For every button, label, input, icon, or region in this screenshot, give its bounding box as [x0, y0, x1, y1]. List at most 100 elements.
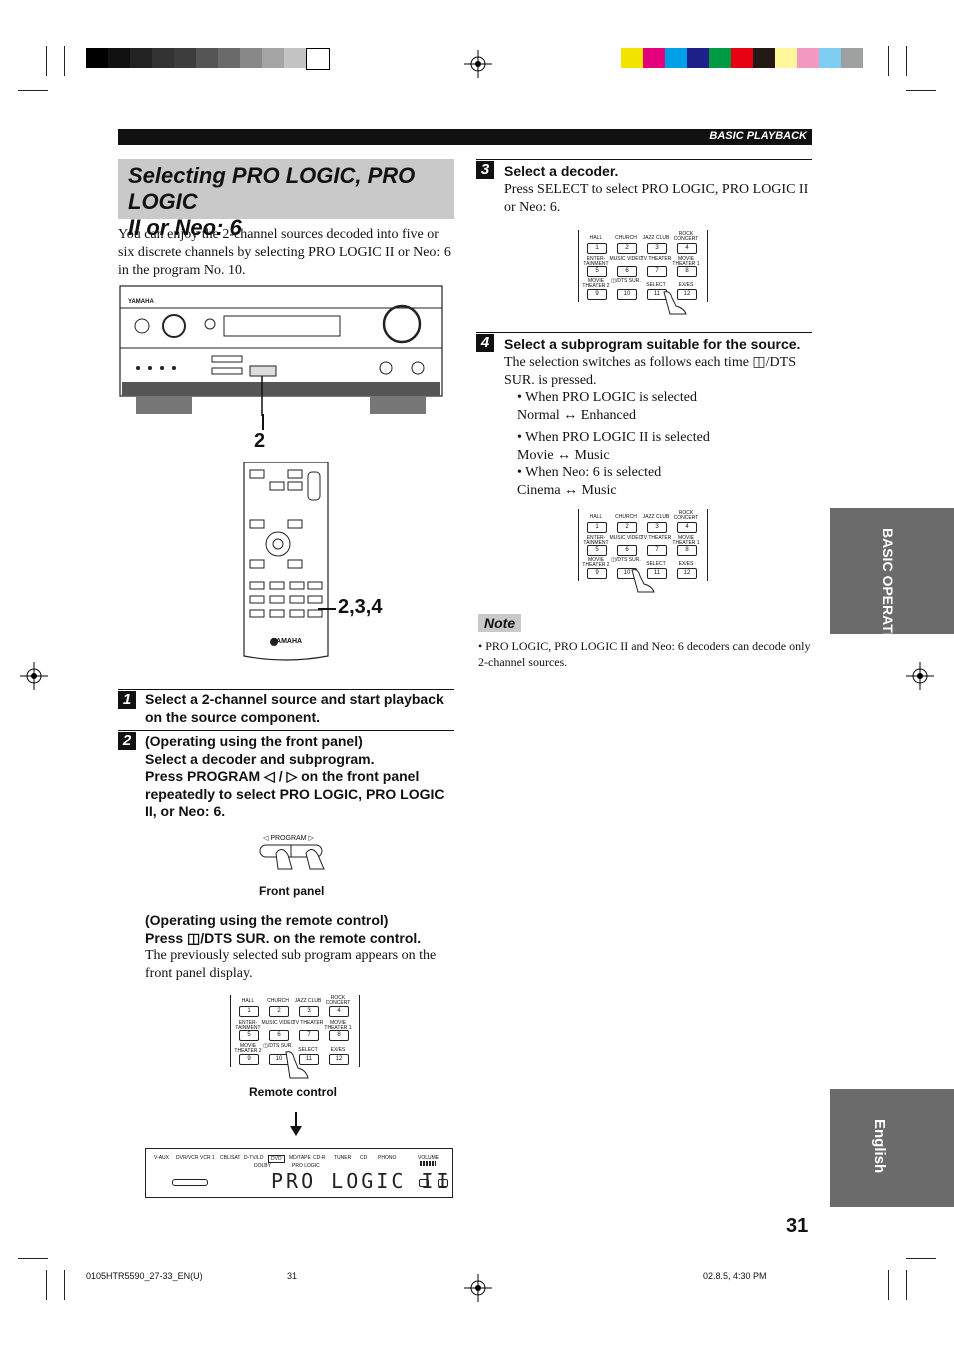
key-5[interactable]: 5: [239, 1030, 259, 1041]
step4-number: 4: [476, 334, 494, 352]
display-volume-bars: [420, 1161, 436, 1166]
k4-label-exes: EX/ES: [678, 561, 694, 567]
display-source-md: MD/TAPE: [289, 1155, 311, 1161]
display-source-dtv: D-TV/LD: [244, 1155, 264, 1161]
display-source-vcr1: VCR 1: [200, 1155, 215, 1161]
k4-key-3[interactable]: 3: [647, 522, 667, 533]
front-panel-caption: Front panel: [259, 884, 325, 898]
keypad-step4: HALL CHURCH JAZZ CLUB ROCK CONCERT 1 2 3…: [578, 509, 708, 581]
page-number: 31: [786, 1215, 809, 1237]
key-8[interactable]: 8: [329, 1030, 349, 1041]
step4-head: Select a subprogram suitable for the sou…: [504, 336, 801, 352]
step3-body: Press SELECT to select PRO LOGIC, PRO LO…: [504, 182, 809, 215]
k4-label-dts: ◫/DTS SUR.: [611, 557, 641, 563]
display-channel-r-icon: [438, 1179, 448, 1187]
k4-key-12[interactable]: 12: [677, 568, 697, 579]
k3-key-5[interactable]: 5: [587, 266, 607, 277]
key-7[interactable]: 7: [299, 1030, 319, 1041]
key-3[interactable]: 3: [299, 1006, 319, 1017]
note-box: Note: [478, 614, 522, 633]
section-label: BASIC PLAYBACK: [709, 130, 807, 142]
k3-key-9[interactable]: 9: [587, 289, 607, 300]
k4-key-8[interactable]: 8: [677, 545, 697, 556]
k3-key-10[interactable]: 10: [617, 289, 637, 300]
sidetab-english: English: [830, 1089, 954, 1207]
key-11[interactable]: 11: [299, 1054, 319, 1065]
k4-label-entertainment: ENTER-TAINMENT: [583, 535, 609, 546]
display-source-cdr: CD-R: [313, 1155, 326, 1161]
k3-key-4[interactable]: 4: [677, 243, 697, 254]
key-1[interactable]: 1: [239, 1006, 259, 1017]
step4-rule: [476, 332, 812, 333]
k4-key-9[interactable]: 9: [587, 568, 607, 579]
keypad-label-music-video: MUSIC VIDEO: [261, 1020, 295, 1026]
k3-label-jazz: JAZZ CLUB: [642, 235, 670, 241]
callout-remote: 2,3,4: [338, 596, 383, 618]
target-icon: [20, 662, 48, 690]
k3-label-exes: EX/ES: [678, 282, 694, 288]
k4-key-5[interactable]: 5: [587, 545, 607, 556]
k4-pressing-finger-icon: [631, 569, 655, 593]
keypad-label-tv-theater: TV THEATER: [292, 1020, 324, 1026]
k4-key-2[interactable]: 2: [617, 522, 637, 533]
key-9[interactable]: 9: [239, 1054, 259, 1065]
keypad-label-hall: HALL: [241, 998, 255, 1004]
step3-number: 3: [476, 161, 494, 179]
keypad-label-rock: ROCK CONCERT: [325, 995, 351, 1006]
key-4[interactable]: 4: [329, 1006, 349, 1017]
section-header-bar: BASIC PLAYBACK: [118, 129, 812, 145]
key-12[interactable]: 12: [329, 1054, 349, 1065]
step2-remote-instructions: (Operating using the remote control) Pre…: [145, 912, 422, 946]
key-2[interactable]: 2: [269, 1006, 289, 1017]
k4-label-movie2: MOVIE THEATER 2: [582, 557, 610, 568]
k3-key-7[interactable]: 7: [647, 266, 667, 277]
k4-key-4[interactable]: 4: [677, 522, 697, 533]
k3-key-12[interactable]: 12: [677, 289, 697, 300]
crop-mark: [46, 1270, 47, 1300]
display-source-dvr: DVR/VCR: [176, 1155, 199, 1161]
display-source-tuner: TUNER: [334, 1155, 352, 1161]
k4-label-select: SELECT: [646, 561, 666, 567]
pressing-finger-icon: [285, 1051, 309, 1079]
target-icon: [464, 50, 492, 78]
key-6[interactable]: 6: [269, 1030, 289, 1041]
k4-label-jazz: JAZZ CLUB: [642, 514, 670, 520]
k4-key-11[interactable]: 11: [647, 568, 667, 579]
k3-label-music-video: MUSIC VIDEO: [609, 256, 643, 262]
k4-label-church: CHURCH: [615, 514, 637, 520]
keypad-label-church: CHURCH: [267, 998, 289, 1004]
k4-label-rock: ROCK CONCERT: [673, 510, 699, 521]
step3-rule: [476, 159, 812, 160]
display-channel-l-icon: [419, 1179, 429, 1187]
k3-key-3[interactable]: 3: [647, 243, 667, 254]
k3-key-2[interactable]: 2: [617, 243, 637, 254]
step4-bullet-3: • When Neo: 6 is selected Cinema ↔ Music: [517, 465, 662, 498]
callout-front: 2: [254, 430, 266, 452]
k3-key-1[interactable]: 1: [587, 243, 607, 254]
k4-label-tv: TV THEATER: [640, 535, 672, 541]
keypad-label-dts: ◫/DTS SUR.: [263, 1043, 293, 1049]
k4-key-6[interactable]: 6: [617, 545, 637, 556]
page-title-box: Selecting PRO LOGIC, PRO LOGIC II or Neo…: [118, 159, 454, 240]
k3-key-8[interactable]: 8: [677, 266, 697, 277]
k4-label-music-video: MUSIC VIDEO: [609, 535, 643, 541]
remote-brand: YAMAHA: [272, 638, 303, 645]
k3-label-church: CHURCH: [615, 235, 637, 241]
step2-front-instructions: (Operating using the front panel) Select…: [145, 733, 445, 819]
sidetab-basic-label: BASIC OPERATION: [880, 528, 896, 658]
k3-label-dts: ◫/DTS SUR.: [611, 278, 641, 284]
display-source-dvd: DVD: [268, 1155, 285, 1163]
footer-file: 0105HTR5590_27-33_EN(U): [86, 1271, 203, 1281]
k3-key-6[interactable]: 6: [617, 266, 637, 277]
k3-label-select: SELECT: [646, 282, 666, 288]
keypad-label-movie1: MOVIE THEATER 1: [324, 1020, 352, 1031]
page-title: Selecting PRO LOGIC, PRO LOGIC II or Neo…: [128, 163, 416, 240]
receiver-brand: YAMAHA: [128, 299, 154, 305]
k3-pressing-finger-icon: [663, 291, 687, 315]
program-label: ◁ PROGRAM ▷: [263, 835, 314, 842]
k4-key-7[interactable]: 7: [647, 545, 667, 556]
k4-key-1[interactable]: 1: [587, 522, 607, 533]
keypad-label-entertainment: ENTER-TAINMENT: [235, 1020, 261, 1031]
step2-number: 2: [118, 732, 136, 750]
step1-text: Select a 2-channel source and start play…: [145, 691, 444, 725]
